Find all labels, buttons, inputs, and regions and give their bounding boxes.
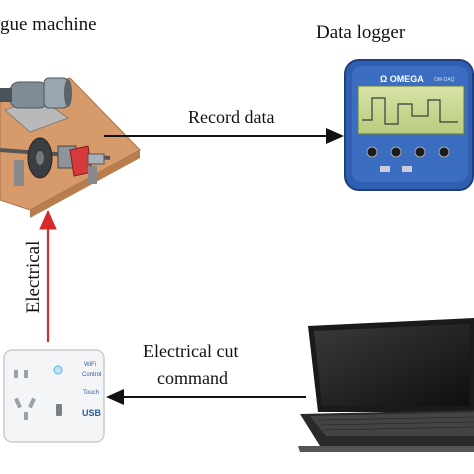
socket-touch-text: Touch bbox=[83, 390, 100, 396]
fatigue-machine-label: gue machine bbox=[0, 14, 97, 35]
socket-control-text: Control bbox=[82, 372, 102, 378]
data-logger-label: Data logger bbox=[316, 22, 406, 43]
cut-command-label-line2: command bbox=[157, 368, 228, 388]
electrical-label: Electrical bbox=[23, 240, 44, 314]
socket-usb-text: USB bbox=[82, 408, 102, 418]
laptop-illustration bbox=[298, 318, 474, 452]
fatigue-machine-illustration bbox=[0, 77, 141, 218]
cut-command-label-line1: Electrical cut bbox=[143, 341, 239, 361]
socket-wifi-text: WiFi bbox=[84, 362, 96, 368]
logger-brand-text: Ω OMEGA bbox=[380, 74, 424, 84]
record-data-label: Record data bbox=[188, 107, 275, 127]
data-logger-illustration bbox=[344, 59, 474, 191]
smart-socket-illustration bbox=[3, 349, 105, 443]
logger-model-text: OM-DAQ bbox=[434, 77, 455, 83]
